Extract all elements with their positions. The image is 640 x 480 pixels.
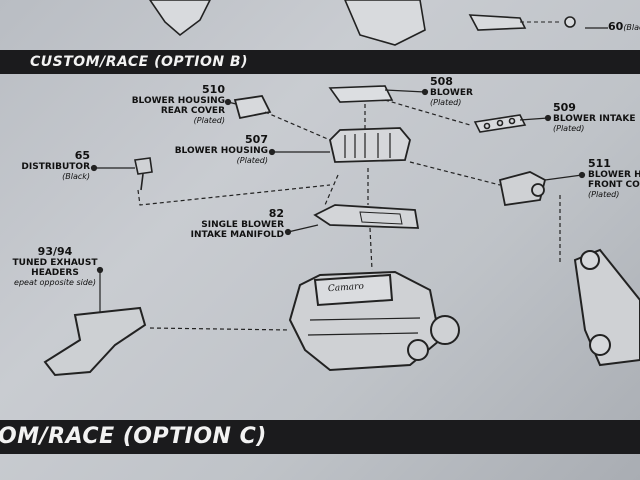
part-name: BLOWER HOUSING — [131, 96, 225, 106]
part-name: BLOWER HOUSING — [174, 146, 268, 156]
part-name: DISTRIBUTOR — [21, 162, 90, 172]
part-number: 93/94 — [37, 245, 73, 258]
part-finish: (Plated) — [588, 190, 620, 199]
part-name-line2: REAR COVER — [160, 106, 225, 116]
part-number: 511 — [588, 158, 611, 170]
part-finish: (Plated) — [430, 98, 462, 107]
front-cover-part-511 — [498, 171, 547, 207]
assembly-lines — [137, 99, 561, 331]
part-label-93-94: 93/94 TUNED EXHAUST HEADERS epeat opposi… — [0, 246, 110, 288]
section-title: CUSTOM/RACE (OPTION B) — [30, 54, 248, 70]
belt-drive — [573, 248, 640, 367]
part-name: SINGLE BLOWER — [201, 220, 284, 230]
blower-intake-part-509 — [473, 114, 527, 133]
part-label-65: 65 DISTRIBUTOR (Black) — [10, 150, 90, 182]
section-header-option-b: CUSTOM/RACE (OPTION B) — [0, 50, 640, 74]
part-number: 65 — [74, 149, 90, 162]
part-finish: (Plated) — [193, 116, 225, 125]
distributor-part-65 — [134, 157, 153, 191]
part-name: TUNED EXHAUST — [12, 258, 98, 268]
section-title: OM/RACE (OPTION C) — [0, 424, 267, 449]
part-name-line2: HEADERS — [31, 268, 79, 278]
part-name: BLOWER H — [588, 170, 640, 180]
part-name-line2: FRONT CO — [588, 180, 640, 190]
part-label-507: 507 BLOWER HOUSING (Plated) — [160, 134, 268, 166]
part-number: 82 — [268, 207, 284, 220]
blower-part-508 — [328, 85, 394, 103]
intake-manifold-part-82 — [313, 204, 420, 229]
part-number: 60 — [608, 20, 624, 33]
part-label-60: 60(Black — [608, 20, 640, 33]
part-label-511: 511 BLOWER H FRONT CO (Plated) — [588, 158, 640, 200]
rear-cover-part-510 — [233, 95, 272, 120]
part-number: 509 — [553, 101, 576, 114]
part-finish: (Black) — [62, 172, 90, 181]
top-engine-fragment — [149, 0, 576, 46]
part-number: 508 — [430, 75, 453, 88]
engine-block — [288, 270, 460, 372]
part-finish: (Plated) — [553, 124, 585, 133]
part-finish: epeat opposite side) — [14, 278, 96, 287]
part-finish: (Plated) — [236, 156, 268, 165]
part-finish: (Black — [623, 23, 640, 32]
part-name: BLOWER — [430, 88, 473, 98]
section-header-option-c: OM/RACE (OPTION C) — [0, 420, 640, 454]
part-number: 510 — [202, 83, 225, 96]
part-name: BLOWER INTAKE — [553, 114, 636, 124]
exhaust-headers-part-93-94 — [43, 306, 147, 377]
part-label-509: 509 BLOWER INTAKE (Plated) — [553, 102, 640, 134]
blower-housing-part-507 — [329, 127, 411, 163]
part-label-508: 508 BLOWER (Plated) — [430, 76, 510, 108]
part-label-510: 510 BLOWER HOUSING REAR COVER (Plated) — [105, 84, 225, 126]
leader-lines — [90, 88, 586, 312]
part-label-82: 82 SINGLE BLOWER INTAKE MANIFOLD — [180, 207, 284, 241]
part-number: 507 — [245, 133, 268, 146]
part-name-line2: INTAKE MANIFOLD — [190, 230, 284, 240]
